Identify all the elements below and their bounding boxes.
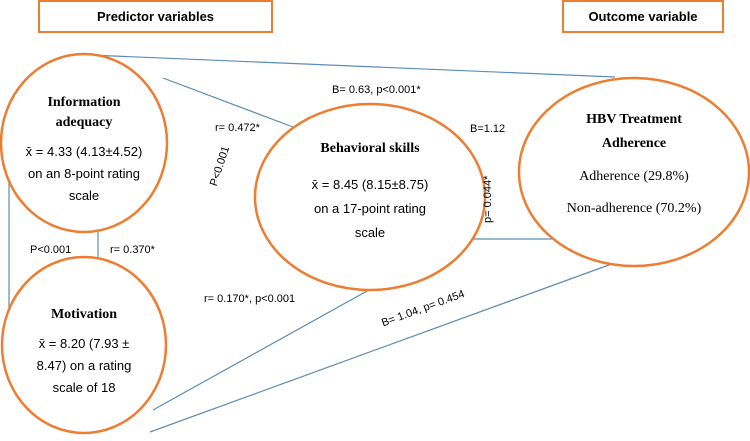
behavioral-stat-3: scale (354, 225, 386, 240)
motivation-stat-3: scale of 18 (52, 380, 116, 395)
information-stat-1: x̄ = 4.33 (4.13±4.52) (25, 144, 143, 159)
node-motivation-ellipse (0, 255, 168, 435)
node-adherence: HBV Treatment Adherence Adherence (29.8%… (549, 108, 719, 220)
information-title-2: adequacy (55, 115, 113, 130)
label-behavioral-outcome-b: B=1.12 (470, 123, 506, 135)
behavioral-stat-1: x̄ = 8.45 (8.15±8.75) (311, 177, 429, 192)
label-info-behavioral-r: r= 0.472* (215, 122, 260, 134)
adherence-item-1: Adherence (29.8%) (579, 169, 689, 184)
adherence-item-2: Non-adherence (70.2%) (566, 201, 702, 216)
outcome-header-text: Outcome variable (588, 9, 698, 24)
node-motivation: Motivation x̄ = 8.20 (7.93 ± 8.47) on a … (4, 305, 164, 399)
node-information: Information adequacy x̄ = 4.33 (4.13±4.5… (4, 93, 164, 207)
edge-motivation-behavioral (152, 280, 386, 411)
node-information-ellipse (0, 52, 169, 234)
label-info-outcome: B= 0.63, p<0.001* (332, 84, 421, 96)
information-stat-2: on an 8-point rating (27, 166, 141, 181)
behavioral-title: Behavioral skills (320, 141, 420, 156)
edge-info-outcome (89, 54, 616, 78)
motivation-stat-2: 8.47) on a rating (36, 358, 132, 373)
node-behavioral-ellipse (253, 102, 487, 292)
adherence-title-1: HBV Treatment (586, 112, 682, 127)
label-behavioral-outcome-p: p= 0.044* (482, 175, 494, 223)
node-behavioral: Behavioral skills x̄ = 8.45 (8.15±8.75) … (270, 139, 470, 245)
behavioral-stat-2: on a 17-point rating (313, 201, 427, 216)
motivation-title: Motivation (50, 307, 118, 322)
edge-motivation-outcome (149, 257, 629, 433)
edge-info-behavioral (162, 77, 294, 128)
information-title-1: Information (47, 95, 121, 110)
predictor-variables-header: Predictor variables (38, 0, 273, 33)
node-adherence-ellipse (517, 76, 750, 268)
motivation-stat-1: x̄ = 8.20 (7.93 ± (38, 336, 130, 351)
outcome-variable-header: Outcome variable (562, 0, 724, 33)
label-info-motivation-p: P<0.001 (30, 244, 72, 256)
label-info-motivation-r: r= 0.370* (110, 244, 155, 256)
information-stat-3: scale (68, 188, 100, 203)
label-motivation-behavioral: r= 0.170*, p<0.001 (204, 293, 296, 305)
adherence-title-2: Adherence (601, 136, 667, 151)
predictor-header-text: Predictor variables (96, 9, 215, 24)
